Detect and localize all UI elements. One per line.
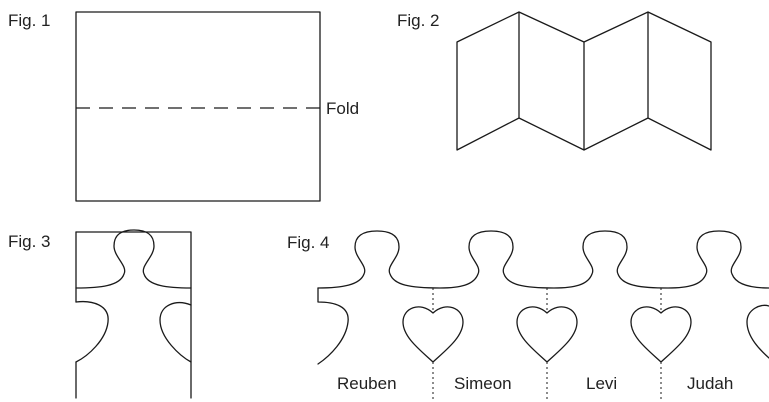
paper-chain-top-edge (317, 230, 769, 289)
head-cutout (75, 229, 192, 289)
heart-3 (630, 306, 692, 363)
figure-4: Fig. 4 Reuben Simeon Levi Judah (287, 230, 769, 402)
figure-1: Fig. 1 Fold (8, 11, 359, 202)
heart-4-partial (746, 304, 769, 359)
fold-label: Fold (326, 99, 359, 118)
accordion-folded-paper (456, 11, 712, 151)
half-heart-left (75, 300, 109, 363)
figure-3: Fig. 3 (8, 229, 192, 399)
heart-2 (516, 306, 578, 363)
name-simeon: Simeon (454, 374, 512, 393)
figure-2: Fig. 2 (397, 11, 712, 151)
fig2-label: Fig. 2 (397, 11, 440, 30)
name-reuben: Reuben (337, 374, 397, 393)
name-levi: Levi (586, 374, 617, 393)
chain-left-edge (317, 287, 349, 365)
half-heart-right (159, 302, 192, 363)
fig1-label: Fig. 1 (8, 11, 51, 30)
fig4-label: Fig. 4 (287, 233, 330, 252)
name-judah: Judah (687, 374, 733, 393)
heart-1 (402, 306, 464, 363)
folded-strip-outline (75, 231, 192, 399)
fig3-label: Fig. 3 (8, 232, 51, 251)
paper-sheet (75, 11, 321, 202)
